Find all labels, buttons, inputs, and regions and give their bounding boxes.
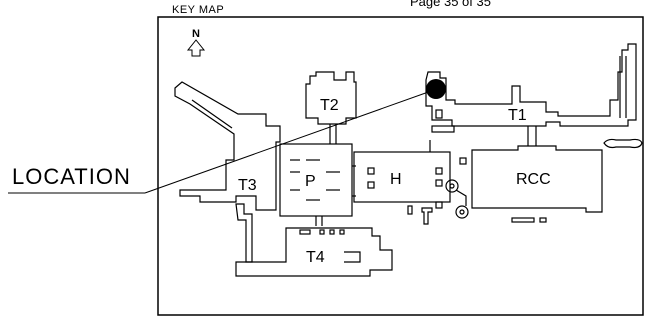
north-arrow-icon: N [186,28,206,57]
location-marker [426,79,446,99]
key-map-title: KEY MAP [172,4,224,16]
location-leader [8,89,435,194]
label-t3: T3 [238,177,257,194]
label-t4: T4 [306,249,325,266]
page-indicator: Page 35 of 35 [410,0,491,9]
site-plan [174,43,643,277]
terminal-t2-outline [305,71,357,125]
north-label: N [192,28,200,40]
terminal-t1-outline [425,43,637,127]
label-h: H [390,171,402,188]
terminal-t4-outline [235,227,393,277]
location-label: LOCATION [12,164,131,189]
rcc-outline [471,145,603,213]
label-t2: T2 [320,97,339,114]
hotel-h-outline [353,151,451,203]
aircraft-icon [603,138,643,149]
parking-p-outline [279,143,353,217]
label-p: P [305,173,316,190]
label-t1: T1 [508,107,527,124]
terminal-t3-outline [174,81,281,211]
map-frame [157,16,644,316]
label-rcc: RCC [516,171,551,188]
